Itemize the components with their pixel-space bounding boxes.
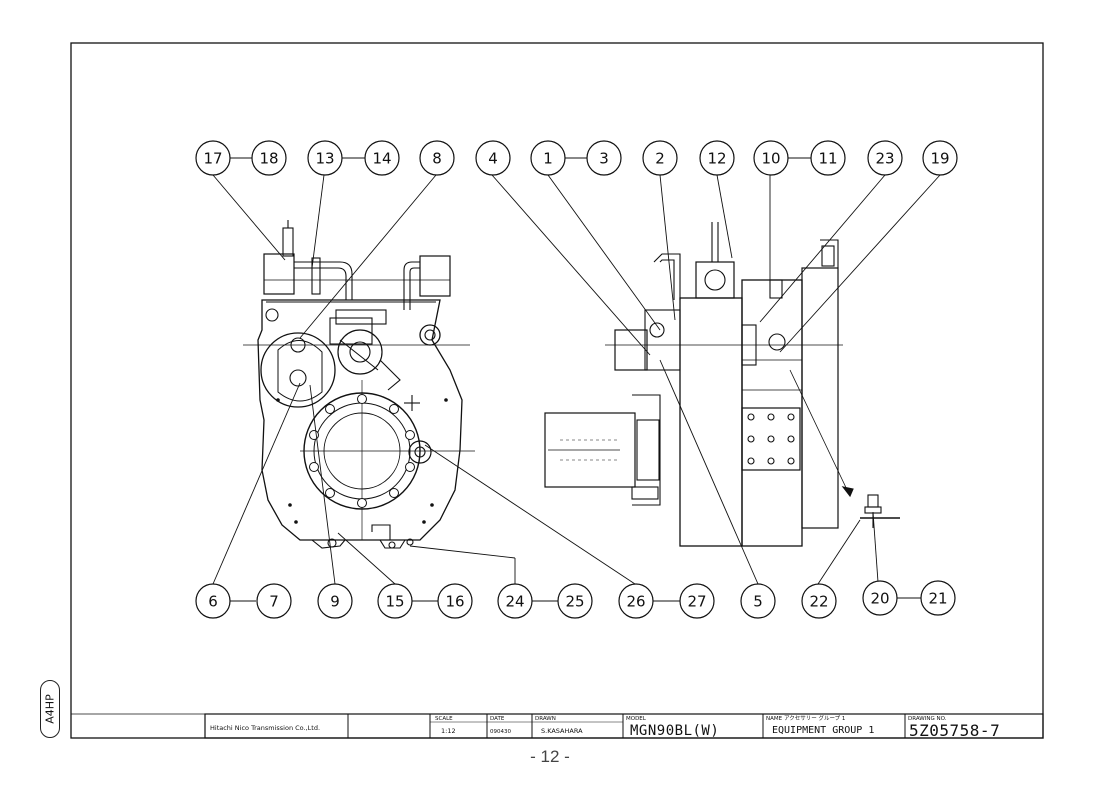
svg-text:13: 13 [315, 150, 334, 168]
svg-text:1: 1 [543, 150, 553, 168]
callout-3: 3 [586, 140, 622, 176]
svg-text:20: 20 [870, 590, 889, 608]
svg-text:2: 2 [655, 150, 665, 168]
callout-14: 14 [364, 140, 400, 176]
svg-text:11: 11 [818, 150, 837, 168]
callout-8: 8 [419, 140, 455, 176]
svg-text:14: 14 [372, 150, 391, 168]
side-view [544, 222, 900, 547]
callout-22: 22 [801, 583, 837, 619]
sheet-size-label: A4HP [43, 694, 57, 724]
title-block-text: Hitachi Nico Transmission Co.,Ltd. SCALE… [210, 714, 1000, 740]
callout-13: 13 [307, 140, 343, 176]
svg-text:5: 5 [753, 593, 763, 611]
svg-text:21: 21 [928, 590, 947, 608]
callout-2: 2 [642, 140, 678, 176]
page-number: - 12 - [530, 747, 570, 766]
svg-text:25: 25 [565, 593, 584, 611]
callout-12: 12 [699, 140, 735, 176]
callouts-bottom: 6 7 9 15 16 24 25 26 27 5 22 20 21 [195, 580, 956, 619]
callout-1: 1 [530, 140, 566, 176]
company-name: Hitachi Nico Transmission Co.,Ltd. [210, 724, 320, 732]
svg-text:19: 19 [930, 150, 949, 168]
svg-text:6: 6 [208, 593, 218, 611]
front-view [243, 220, 475, 549]
callouts-top: 17 18 13 14 8 4 1 3 2 12 10 11 23 19 [195, 140, 958, 176]
svg-text:8: 8 [432, 150, 442, 168]
svg-text:4: 4 [488, 150, 498, 168]
callout-10: 10 [753, 140, 789, 176]
drawn-label: DRAWN [535, 716, 556, 722]
callout-19: 19 [922, 140, 958, 176]
date-value: 090430 [490, 729, 511, 735]
callout-11: 11 [810, 140, 846, 176]
name-english: EQUIPMENT GROUP 1 [772, 725, 874, 736]
callout-18: 18 [251, 140, 287, 176]
callout-25: 25 [557, 583, 593, 619]
name-label: NAME [766, 716, 783, 722]
callout-21: 21 [920, 580, 956, 616]
callout-15: 15 [377, 583, 413, 619]
drawing-no-label: DRAWING NO. [908, 716, 947, 722]
svg-text:17: 17 [203, 150, 222, 168]
svg-text:22: 22 [809, 593, 828, 611]
callout-4: 4 [475, 140, 511, 176]
svg-text:15: 15 [385, 593, 404, 611]
callout-24: 24 [497, 583, 533, 619]
svg-text:7: 7 [269, 593, 279, 611]
callout-7: 7 [256, 583, 292, 619]
callout-17: 17 [195, 140, 231, 176]
date-label: DATE [490, 716, 505, 722]
title-block [71, 713, 1044, 739]
svg-text:24: 24 [505, 593, 524, 611]
model-value: MGN90BL(W) [630, 723, 719, 739]
callout-20: 20 [862, 580, 898, 616]
callout-16: 16 [437, 583, 473, 619]
callout-27: 27 [679, 583, 715, 619]
scale-label: SCALE [435, 716, 453, 722]
callout-9: 9 [317, 583, 353, 619]
leader-lines [212, 157, 941, 602]
callout-6: 6 [195, 583, 231, 619]
drawing-number: 5Z05758-7 [909, 721, 1000, 740]
svg-text:12: 12 [707, 150, 726, 168]
svg-text:26: 26 [626, 593, 645, 611]
svg-text:18: 18 [259, 150, 278, 168]
scale-value: 1:12 [441, 727, 456, 735]
callout-26: 26 [618, 583, 654, 619]
drawn-value: S.KASAHARA [541, 727, 583, 735]
svg-text:23: 23 [875, 150, 894, 168]
svg-text:9: 9 [330, 593, 340, 611]
svg-text:10: 10 [761, 150, 780, 168]
callout-5: 5 [740, 583, 776, 619]
svg-text:16: 16 [445, 593, 464, 611]
model-label: MODEL [626, 716, 647, 722]
name-japanese: アクセサリー グループ 1 [784, 714, 845, 722]
callout-23: 23 [867, 140, 903, 176]
sheet-size-tag: A4HP [40, 680, 60, 738]
svg-text:27: 27 [687, 593, 706, 611]
svg-text:3: 3 [599, 150, 609, 168]
